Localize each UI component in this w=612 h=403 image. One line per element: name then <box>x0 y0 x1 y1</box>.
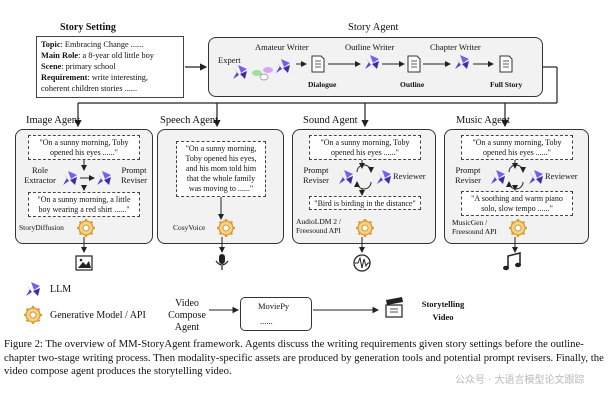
speech-agent-title: Speech Agent <box>160 115 219 126</box>
story-setting-title: Story Setting <box>60 22 116 33</box>
dialogue-label: Dialogue <box>308 80 337 89</box>
chapter-writer-label: Chapter Writer <box>430 42 481 52</box>
storydiffusion-label: StoryDiffusion <box>19 223 64 232</box>
video-compose-agent-label: Video Compose Agent <box>160 298 214 334</box>
outline-label: Outline <box>400 80 425 89</box>
amateur-writer-label: Amateur Writer <box>255 42 309 52</box>
sound-quote-2: "Bird is birding in the distance" <box>309 196 421 210</box>
audioldm-text: AudioLDM 2 / Freesound API <box>296 217 341 235</box>
setting-key: Main Role <box>41 51 79 60</box>
expert-label: Expert <box>218 55 241 65</box>
setting-value: coherent children stories ...... <box>41 84 138 93</box>
full-story-label: Full Story <box>490 80 523 89</box>
setting-key: Requirement <box>41 73 88 82</box>
sound-prompt-reviser-label: Prompt Reviser <box>298 165 334 185</box>
video-compose-agent-text: Video Compose Agent <box>168 298 206 333</box>
moviepy-dots: ...... <box>260 316 273 326</box>
musicgen-label: MusicGen / Freesound API <box>452 218 512 236</box>
moviepy-box <box>240 297 312 331</box>
audioldm-label: AudioLDM 2 / Freesound API <box>296 217 356 235</box>
setting-key: Scene <box>41 62 62 71</box>
music-prompt-reviser-text: Prompt Reviser <box>455 165 481 185</box>
image-quote-2: "On a sunny morning, a little boy wearin… <box>28 192 140 217</box>
role-extractor-text: Role Extractor <box>24 165 56 185</box>
sound-quote-1: "On a sunny morning, Toby opened his eye… <box>309 135 421 160</box>
legend-llm-label: LLM <box>50 284 72 295</box>
legend-gen-label: Generative Model / API <box>50 310 146 321</box>
music-quote-1: "On a sunny morning, Toby opened his eye… <box>461 135 573 160</box>
figure-caption: Figure 2: The overview of MM-StoryAgent … <box>4 338 604 378</box>
storytelling-video-label: Storytelling Video <box>412 298 474 324</box>
setting-value: : a 8-year old little boy <box>78 51 154 60</box>
story-agent-title: Story Agent <box>348 22 399 33</box>
storytelling-video-text: Storytelling Video <box>421 299 465 322</box>
music-agent-title: Music Agent <box>456 115 510 126</box>
sound-prompt-reviser-text: Prompt Reviser <box>303 165 329 185</box>
music-quote-2: "A soothing and warm piano solo, slow te… <box>461 191 573 216</box>
image-quote-1: "On a sunny morning, Toby opened his eye… <box>28 135 140 160</box>
sound-agent-title: Sound Agent <box>303 115 358 126</box>
sound-reviewer-label: Reviewer <box>393 171 426 181</box>
music-prompt-reviser-label: Prompt Reviser <box>450 165 486 185</box>
outline-writer-label: Outline Writer <box>345 42 395 52</box>
speech-quote: "On a sunny morning, Toby opened his eye… <box>176 141 266 197</box>
moviepy-label: MoviePy <box>258 301 290 311</box>
watermark: 公众号 · 大语言模型论文跟踪 <box>455 375 585 386</box>
story-setting-box: Topic: Embracing Change ...... Main Role… <box>36 36 184 98</box>
cosyvoice-label: CosyVoice <box>173 223 206 232</box>
setting-value: : Embracing Change ...... <box>60 40 144 49</box>
setting-value: : write interesting, <box>87 73 149 82</box>
image-prompt-reviser-text: Prompt Reviser <box>121 165 147 185</box>
setting-value: : primary school <box>61 62 116 71</box>
musicgen-text: MusicGen / Freesound API <box>452 218 497 236</box>
role-extractor-label: Role Extractor <box>20 165 60 185</box>
music-reviewer-label: Reviewer <box>545 171 578 181</box>
image-agent-title: Image Agent <box>26 115 80 126</box>
image-prompt-reviser-label: Prompt Reviser <box>116 165 152 185</box>
setting-key: Topic <box>41 40 61 49</box>
